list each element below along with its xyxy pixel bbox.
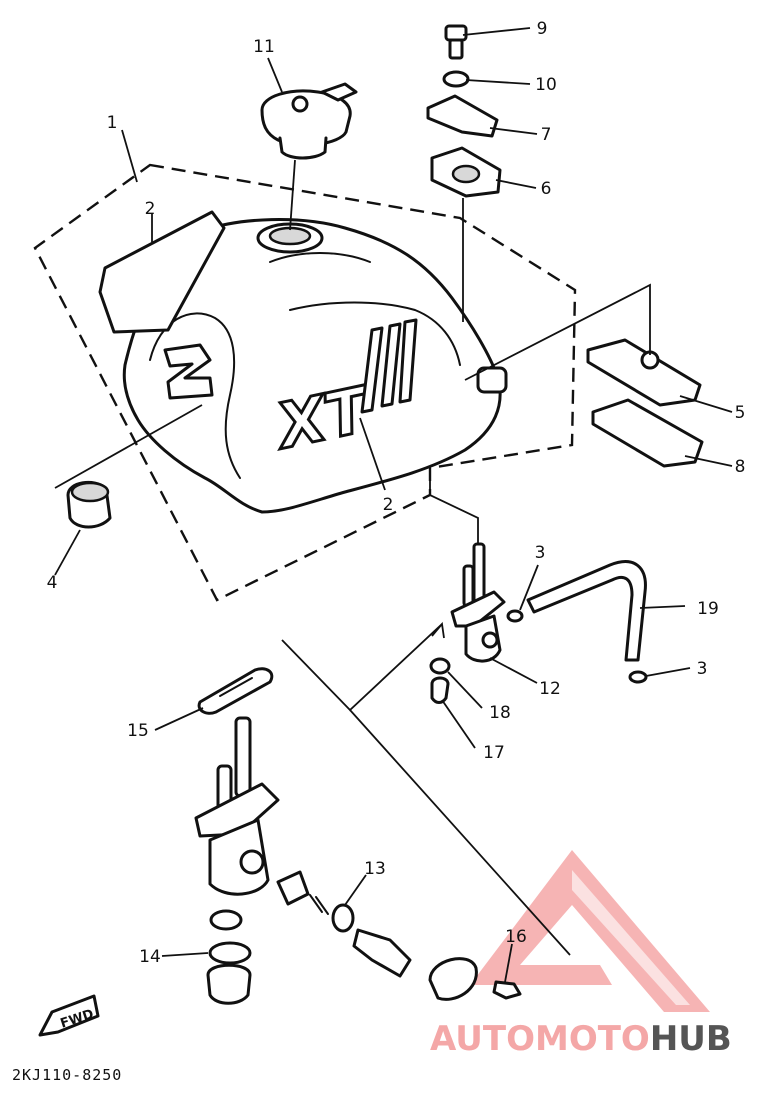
callout-10: 10 [535, 75, 557, 95]
callout-19: 19 [697, 599, 719, 619]
fuel-tank: XT [122, 218, 508, 514]
tank-body [122, 218, 502, 514]
part-8-bracket [591, 398, 704, 468]
callout-15: 15 [127, 721, 149, 741]
part-2-side-emblem [98, 210, 226, 334]
tank-logo-bars [360, 318, 418, 414]
tank-emblem-2 [163, 343, 214, 400]
part-7-plate [426, 94, 499, 138]
tank-seam [289, 301, 461, 366]
callout-labels: 1 2 2 3 3 4 5 6 7 8 9 10 11 12 13 14 15 … [47, 19, 746, 967]
fuel-cock-large [194, 716, 522, 1005]
callout-18: 18 [489, 703, 511, 723]
callout-17: 17 [483, 743, 505, 763]
callout-16: 16 [505, 927, 527, 947]
part-6-damper [430, 146, 502, 198]
part-17-filter [430, 676, 450, 704]
leader-lines [54, 27, 733, 983]
callout-1: 1 [107, 113, 118, 133]
watermark: AUTOMOTOHUB [430, 850, 732, 1059]
part-13-oring [331, 903, 355, 933]
part-10-washer [442, 70, 470, 88]
tank-inner-contour [269, 252, 371, 263]
part-18-washer [429, 657, 451, 675]
fuel-cock-plunger [276, 870, 310, 906]
watermark-text-hub: HUB [650, 1019, 732, 1059]
watermark-text-moto: MOTO [535, 1019, 650, 1059]
part-14-seal [208, 941, 252, 965]
part-9-bolt [444, 24, 468, 60]
callout-6: 6 [541, 179, 552, 199]
fuel-cock-lever-plate [428, 957, 478, 1001]
callout-4: 4 [47, 573, 58, 593]
callout-3-upper: 3 [535, 543, 546, 563]
watermark-triangle-inner [572, 870, 690, 1005]
part-4-damper [66, 480, 112, 529]
callout-5: 5 [735, 403, 746, 423]
callout-3-lower: 3 [697, 659, 708, 679]
callout-2-lower: 2 [383, 495, 394, 515]
part-11-fuel-cap [260, 82, 358, 160]
svg-text:AUTOMOTOHUB: AUTOMOTOHUB [430, 1019, 732, 1059]
diagram-code: 2KJ110-8250 [12, 1066, 122, 1084]
callout-11: 11 [253, 37, 275, 57]
part-5-bracket [586, 338, 702, 407]
callout-14: 14 [139, 947, 161, 967]
part-3-clip-lower [628, 670, 648, 684]
forward-arrow: FWD [38, 994, 100, 1037]
callout-2-upper: 2 [145, 199, 156, 219]
part-16-screw [492, 980, 522, 1000]
tank-rear-mount-tab [476, 366, 508, 394]
callout-8: 8 [735, 457, 746, 477]
part-15-gasket [197, 667, 274, 715]
tank-filler-opening [268, 226, 312, 246]
callout-12: 12 [539, 679, 561, 699]
fuel-cock-oring [209, 909, 243, 931]
fuel-cock-valve [352, 928, 412, 978]
callout-9: 9 [537, 19, 548, 39]
callout-13: 13 [364, 859, 386, 879]
part-12-fuel-cock-small [450, 542, 506, 663]
part-19-hose [526, 560, 647, 662]
part-3-clip-upper [506, 609, 524, 623]
callout-7: 7 [541, 125, 552, 145]
watermark-text-auto: AUTO [430, 1019, 535, 1059]
fuel-cock-filter-cup [206, 963, 252, 1005]
